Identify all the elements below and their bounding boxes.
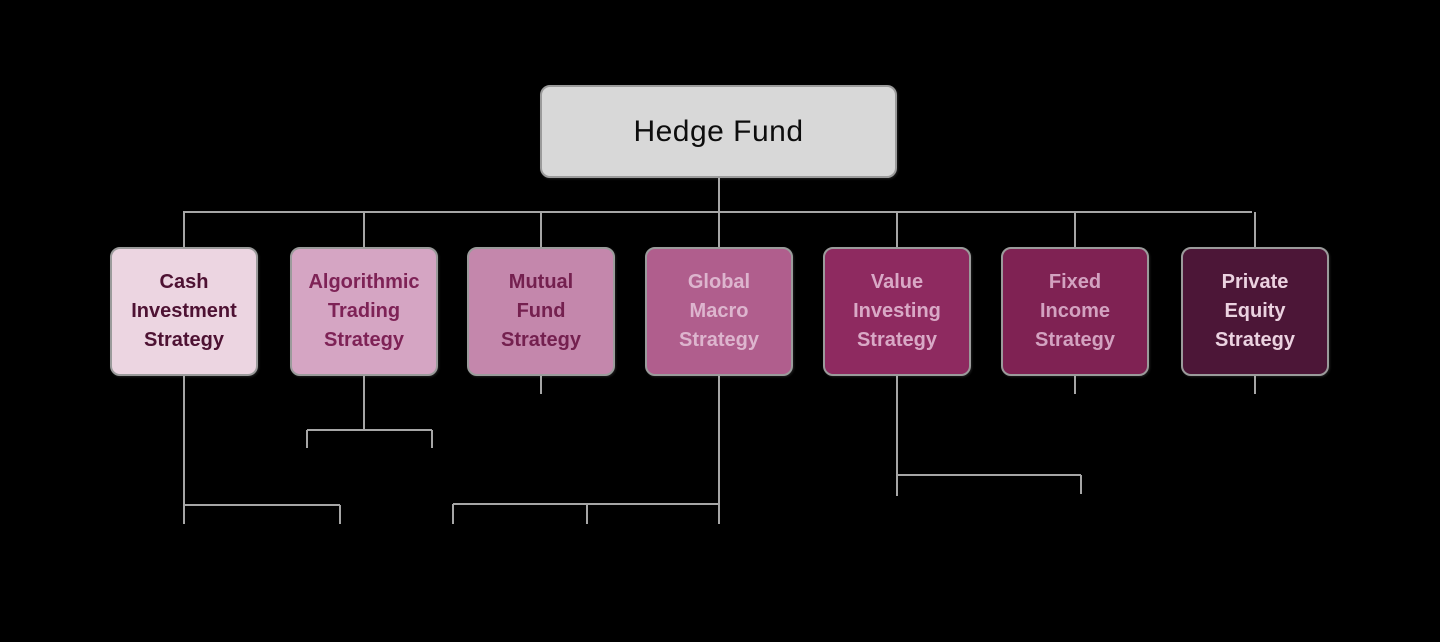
edge-global-macro-subtree bbox=[452, 376, 720, 524]
node-global-macro-strategy-label: Global Macro Strategy bbox=[678, 271, 760, 351]
node-hedge-fund[interactable]: Hedge Fund bbox=[540, 85, 897, 178]
node-mutual-fund-strategy-label: Mutual Fund Strategy bbox=[500, 271, 582, 351]
node-value-investing-strategy-label: Value Investing Strategy bbox=[853, 271, 941, 351]
node-cash-investment-strategy[interactable]: Cash Investment Strategy bbox=[110, 247, 258, 376]
node-global-macro-strategy[interactable]: Global Macro Strategy bbox=[645, 247, 793, 376]
node-private-equity-strategy[interactable]: Private Equity Strategy bbox=[1181, 247, 1329, 376]
edge-bus-drops bbox=[183, 212, 1256, 247]
edge-algorithmic-subtree bbox=[306, 376, 433, 448]
node-mutual-fund-strategy[interactable]: Mutual Fund Strategy bbox=[467, 247, 615, 376]
node-hedge-fund-label: Hedge Fund bbox=[633, 114, 804, 148]
node-fixed-income-strategy[interactable]: Fixed Income Strategy bbox=[1001, 247, 1149, 376]
node-algorithmic-trading-strategy[interactable]: Algorithmic Trading Strategy bbox=[290, 247, 438, 376]
node-fixed-income-strategy-label: Fixed Income Strategy bbox=[1034, 271, 1116, 351]
edge-root-to-bus bbox=[183, 178, 1252, 213]
node-cash-investment-strategy-label: Cash Investment Strategy bbox=[131, 271, 237, 351]
edge-cash-subtree bbox=[183, 376, 341, 524]
node-algorithmic-trading-strategy-label: Algorithmic Trading Strategy bbox=[308, 271, 420, 351]
node-value-investing-strategy[interactable]: Value Investing Strategy bbox=[823, 247, 971, 376]
edge-value-subtree bbox=[896, 376, 1082, 496]
node-private-equity-strategy-label: Private Equity Strategy bbox=[1214, 271, 1296, 351]
